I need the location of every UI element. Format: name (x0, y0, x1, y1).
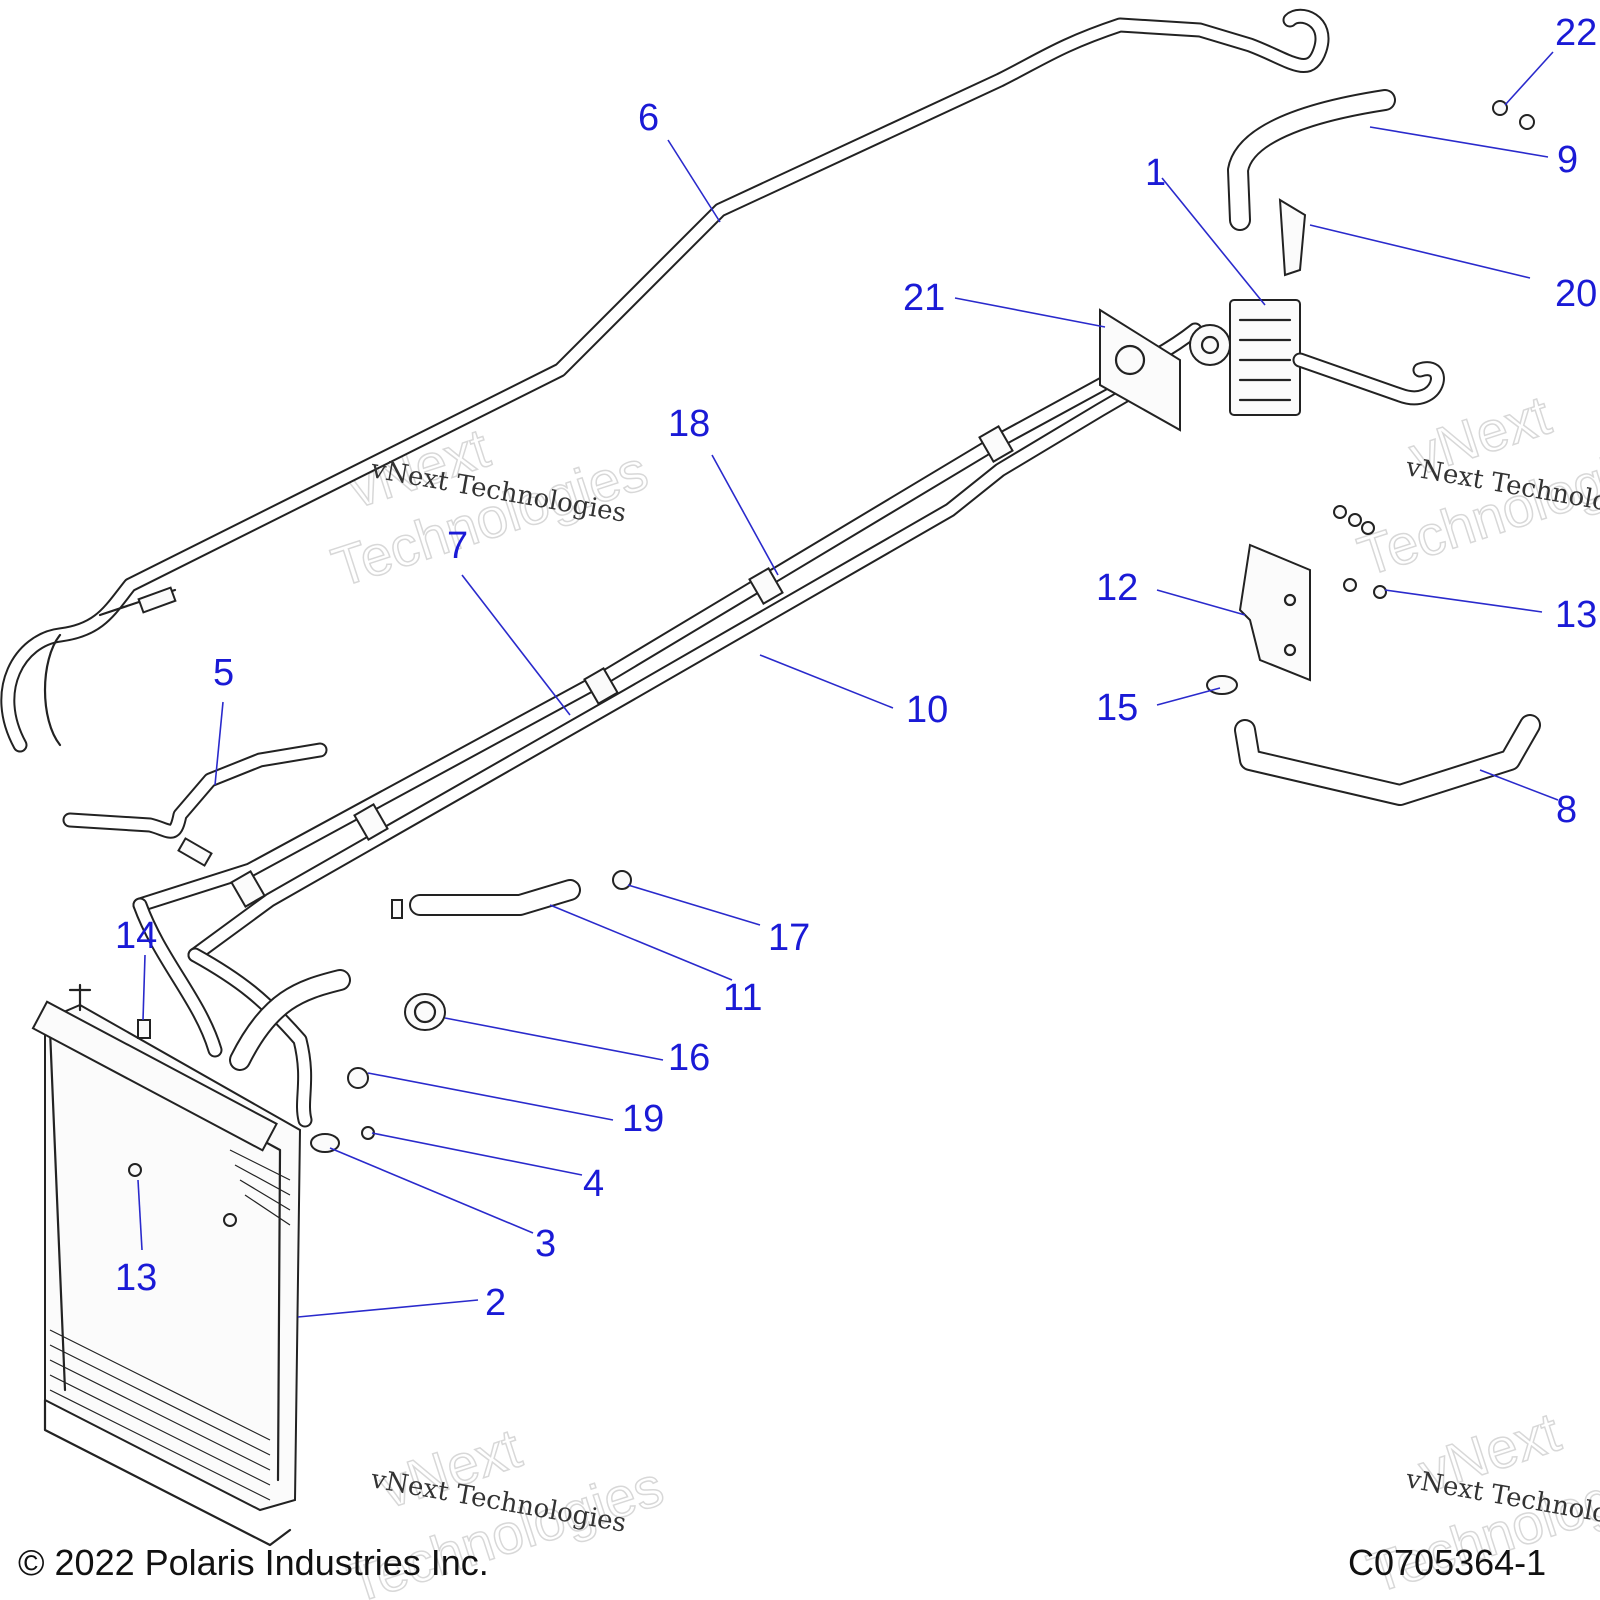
callout-5: 5 (213, 652, 234, 694)
callout-13: 13 (115, 1257, 157, 1299)
part-15-clamp (1206, 675, 1238, 695)
radiator-fins (49, 1149, 291, 1501)
part-22-bolts (1492, 100, 1535, 130)
part-13-bolts (1333, 505, 1387, 599)
callout-7: 7 (447, 525, 468, 567)
callouts: 1 2 3 4 5 6 7 8 9 10 11 12 13 13 14 15 1… (115, 12, 1597, 1324)
callout-3: 3 (535, 1223, 556, 1265)
part-8-hose (1234, 714, 1541, 806)
callout-11: 11 (723, 977, 762, 1019)
part-16-clamp (404, 993, 446, 1031)
radiator-hoses (132, 897, 351, 1128)
callout-21: 21 (903, 277, 945, 319)
callout-1: 1 (1145, 152, 1166, 194)
callout-9: 9 (1557, 139, 1578, 181)
callout-22: 22 (1555, 12, 1597, 54)
outlet-line (1292, 352, 1445, 406)
callout-4: 4 (583, 1163, 604, 1205)
part-9-hose (1227, 89, 1396, 231)
part-11-hose (391, 879, 581, 919)
part-13-bolts-radiator (128, 1163, 237, 1227)
part-5-line (62, 742, 328, 867)
part-18-clips (230, 425, 1014, 908)
part-19-fitting (347, 1067, 369, 1089)
callout-20: 20 (1555, 273, 1597, 315)
part-20-clip (1278, 198, 1307, 277)
part-6-hose-line (0, 8, 1330, 753)
callout-16: 16 (668, 1037, 710, 1079)
callout-13: 13 (1555, 594, 1597, 636)
callout-18: 18 (668, 403, 710, 445)
callout-8: 8 (1556, 789, 1577, 831)
part-17-clamp (612, 870, 632, 890)
callout-14: 14 (115, 915, 157, 957)
callout-15: 15 (1096, 687, 1138, 729)
callout-17: 17 (768, 917, 810, 959)
part-1-valve-assembly (1189, 299, 1301, 416)
part-12-bracket (1238, 543, 1311, 682)
callout-12: 12 (1096, 567, 1138, 609)
part-21-bracket (1099, 308, 1181, 432)
part-10-coolant-line (187, 367, 1168, 963)
callout-6: 6 (638, 97, 659, 139)
copyright-notice: © 2022 Polaris Industries Inc. (18, 1542, 489, 1583)
callout-2: 2 (485, 1282, 506, 1324)
callout-10: 10 (906, 689, 948, 731)
part-2-radiator (31, 983, 302, 1547)
part-3-clamp (310, 1133, 340, 1153)
part-14-clip (137, 1019, 151, 1039)
callout-19: 19 (622, 1098, 664, 1140)
diagram-code: C0705364-1 (1348, 1542, 1547, 1583)
leader-lines (137, 51, 1559, 1318)
